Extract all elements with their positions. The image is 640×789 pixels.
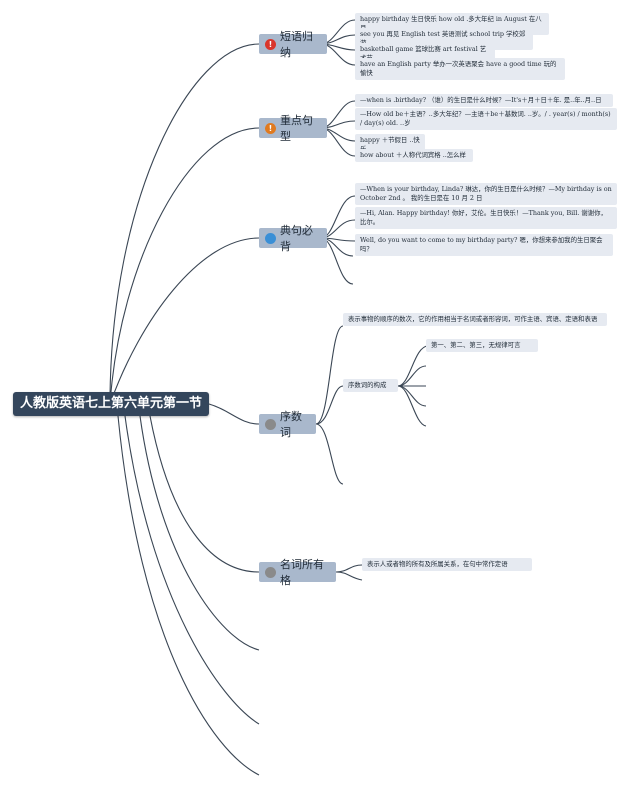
link-root-ordinal [208, 403, 260, 425]
link-root-phrases [109, 43, 260, 405]
priority-1-icon: ! [265, 38, 276, 50]
link-root-empty-3 [117, 415, 260, 776]
branch-label: 短语归纳 [280, 30, 313, 59]
leaf-classic-2[interactable]: —Hi, Alan. Happy birthday! 你好，艾伦。生日快乐！—T… [355, 207, 617, 229]
progress-circle-icon [265, 232, 276, 244]
leaf-possessive-definition[interactable]: 表示人或者物的所有及所属关系，在句中常作定语 [362, 558, 532, 571]
leaf-sentence-2[interactable]: —How old be＋主语？..多大年纪？—主语＋be＋基数词. ..岁。/ … [355, 108, 617, 130]
link-root-classics [109, 237, 260, 405]
priority-2-icon: ! [265, 122, 276, 134]
leaf-sentence-1[interactable]: —when is .birthday? （谁）的生日是什么时候？—It's＋月＋… [355, 94, 613, 107]
branch-label: 典句必背 [280, 224, 313, 253]
branch-phrase-summary[interactable]: ! 短语归纳 [259, 30, 327, 59]
link-root-possessive [149, 415, 260, 573]
leaf-phrase-4[interactable]: have an English party 举办一次英语聚会 have a go… [355, 58, 565, 80]
branch-ordinal-numbers[interactable]: 序数词 [259, 410, 316, 439]
branch-key-sentences[interactable]: ! 重点句型 [259, 114, 327, 143]
root-node[interactable]: 人教版英语七上第六单元第一节 [13, 392, 209, 416]
branch-label: 名词所有格 [280, 558, 324, 587]
leaf-ordinal-definition[interactable]: 表示事物的顺序的数次，它的作用相当于名词或者形容词，可作主语、宾语、定语和表语 [343, 313, 607, 326]
link-root-empty-1 [139, 415, 260, 651]
branch-label: 序数词 [280, 410, 302, 439]
branch-classic-sentences[interactable]: 典句必背 [259, 224, 327, 253]
link-root-empty-2 [124, 415, 260, 725]
grey-circle-icon [265, 566, 276, 578]
branch-noun-possessive[interactable]: 名词所有格 [259, 558, 336, 587]
leaf-classic-1[interactable]: —When is your birthday, Linda? 琳达，你的生日是什… [355, 183, 617, 205]
link-root-sentences [109, 127, 260, 405]
branch-label: 重点句型 [280, 114, 313, 143]
leaf-classic-3[interactable]: Well, do you want to come to my birthday… [355, 234, 613, 256]
leaf-ordinal-formation[interactable]: 序数词的构成 [343, 379, 398, 392]
grey-circle-icon [265, 418, 276, 430]
leaf-ordinal-first-three[interactable]: 第一、第二、第三，无规律可言 [426, 339, 538, 352]
leaf-sentence-4[interactable]: how about ＋人称代词宾格 ..怎么样 [355, 149, 473, 162]
